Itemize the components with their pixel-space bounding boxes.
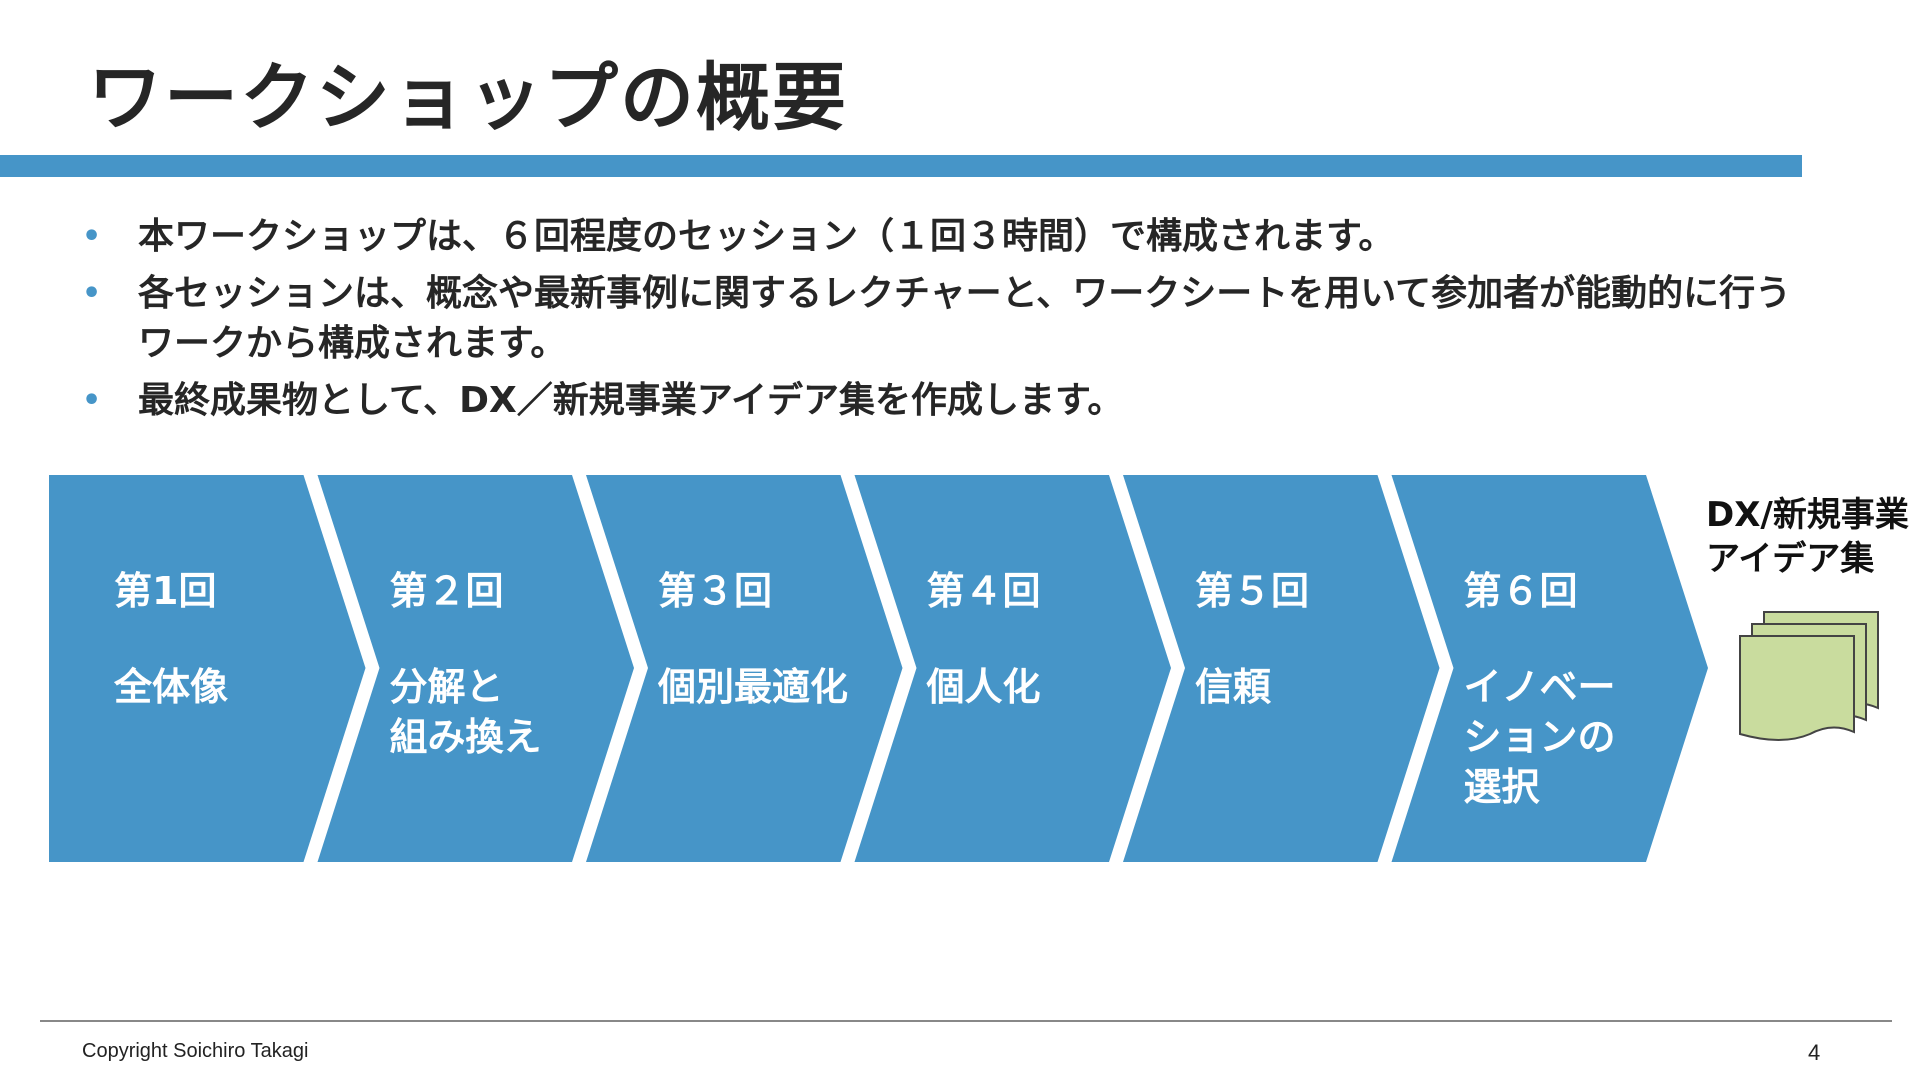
session-chevron-shape xyxy=(586,475,903,862)
bullet-text: 最終成果物として、DX／新規事業アイデア集を作成します。 xyxy=(138,380,1124,421)
bullet-marker: • xyxy=(82,219,102,254)
bullet-list: • 本ワークショップは、６回程度のセッション（１回３時間）で構成されます。 • … xyxy=(80,212,1820,433)
session-topic: イノベー xyxy=(1464,665,1616,709)
session-number: 第３回 xyxy=(658,569,772,613)
session-topic: 分解と xyxy=(390,665,504,709)
documents-stack-icon xyxy=(1739,611,1879,741)
session-topic: 信頼 xyxy=(1195,665,1272,709)
footer-copyright: Copyright Soichiro Takagi xyxy=(82,1040,309,1062)
bullet-marker: • xyxy=(82,276,102,311)
session-number: 第６回 xyxy=(1464,569,1578,613)
footer-divider xyxy=(40,1020,1892,1022)
result-label: DX/新規事業 アイデア集 xyxy=(1706,493,1909,581)
bullet-text: 本ワークショップは、６回程度のセッション（１回３時間）で構成されます。 xyxy=(138,216,1395,257)
bullet-item: • 各セッションは、概念や最新事例に関するレクチャーと、ワークシートを用いて参加… xyxy=(80,269,1820,369)
bullet-item: • 本ワークショップは、６回程度のセッション（１回３時間）で構成されます。 xyxy=(80,212,1820,262)
session-number: 第４回 xyxy=(927,569,1041,613)
session-chevron-shape xyxy=(1123,475,1440,862)
session-number: 第1回 xyxy=(114,569,216,613)
session-topic: 個別最適化 xyxy=(657,665,848,709)
title-underline-bar xyxy=(0,155,1802,177)
page-title: ワークショップの概要 xyxy=(88,55,848,141)
page-number: 4 xyxy=(1808,1040,1821,1065)
session-chevron-shape xyxy=(49,475,366,862)
bullet-text: 各セッションは、概念や最新事例に関するレクチャーと、ワークシートを用いて参加者が… xyxy=(138,273,1792,364)
session-number: 第２回 xyxy=(390,569,504,613)
session-topic: 選択 xyxy=(1464,765,1541,809)
session-chevron-shape xyxy=(1391,475,1708,862)
bullet-marker: • xyxy=(82,383,102,418)
session-topic: 全体像 xyxy=(113,665,228,709)
bullet-item: • 最終成果物として、DX／新規事業アイデア集を作成します。 xyxy=(80,376,1820,426)
session-topic: ションの xyxy=(1464,715,1616,759)
session-topic: 組み換え xyxy=(390,715,542,759)
result-label-line1: DX/新規事業 xyxy=(1706,495,1909,535)
session-chevron-shape xyxy=(854,475,1171,862)
result-label-line2: アイデア集 xyxy=(1706,539,1875,579)
session-chevron-shape xyxy=(317,475,634,862)
session-topic: 個人化 xyxy=(926,665,1041,709)
session-number: 第５回 xyxy=(1195,569,1309,613)
